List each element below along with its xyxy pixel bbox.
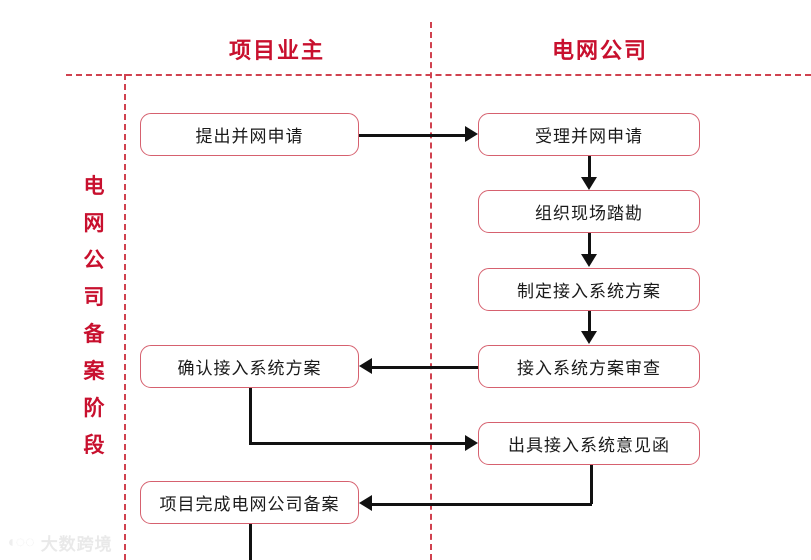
arrowhead-apply-to-accept [465, 126, 478, 142]
arrowhead-survey-to-scheme [581, 254, 597, 267]
node-project-completes-grid-company-filing[interactable]: 项目完成电网公司备案 [140, 481, 359, 524]
connector-survey-to-scheme [588, 233, 591, 255]
arrowhead-review-to-confirm [359, 358, 372, 374]
node-review-access-system-scheme[interactable]: 接入系统方案审查 [478, 345, 700, 388]
watermark-logo-icon: ◖◌◌ [6, 533, 35, 551]
swimlane-title-grid-company: 电网公司 [551, 38, 648, 63]
node-organize-site-survey[interactable]: 组织现场踏勘 [478, 190, 700, 233]
connector-filing-down [249, 524, 252, 560]
swimlane-title-project-owner: 项目业主 [228, 38, 325, 63]
arrowhead-letter-to-filing [359, 495, 372, 511]
arrowhead-accept-to-survey [581, 177, 597, 190]
connector-confirm-to-letter [249, 442, 465, 445]
node-issue-access-system-opinion-letter[interactable]: 出具接入系统意见函 [478, 422, 700, 465]
connector-review-to-confirm [372, 366, 480, 369]
node-formulate-access-system-scheme[interactable]: 制定接入系统方案 [478, 268, 700, 311]
arrowhead-confirm-to-letter [465, 435, 478, 451]
node-submit-grid-connection-application[interactable]: 提出并网申请 [140, 113, 359, 156]
arrowhead-scheme-to-review [581, 331, 597, 344]
swimlane-divider-left-vertical [124, 74, 126, 560]
swimlane-divider-horizontal [66, 74, 811, 76]
node-accept-grid-connection-application[interactable]: 受理并网申请 [478, 113, 700, 156]
stage-label-grid-filing: 电网公司备案阶段 [83, 175, 105, 457]
connector-confirm-down [249, 388, 252, 443]
connector-letter-to-filing [372, 503, 592, 506]
connector-scheme-to-review [588, 311, 591, 332]
watermark-label: 大数跨境 [40, 535, 113, 554]
connector-apply-to-accept [359, 134, 465, 137]
watermark: ◖◌◌ 大数跨境 [6, 530, 113, 555]
node-confirm-access-system-scheme[interactable]: 确认接入系统方案 [140, 345, 359, 388]
connector-accept-to-survey [588, 156, 591, 178]
swimlane-divider-middle-vertical [430, 22, 432, 560]
connector-letter-down [590, 465, 593, 504]
